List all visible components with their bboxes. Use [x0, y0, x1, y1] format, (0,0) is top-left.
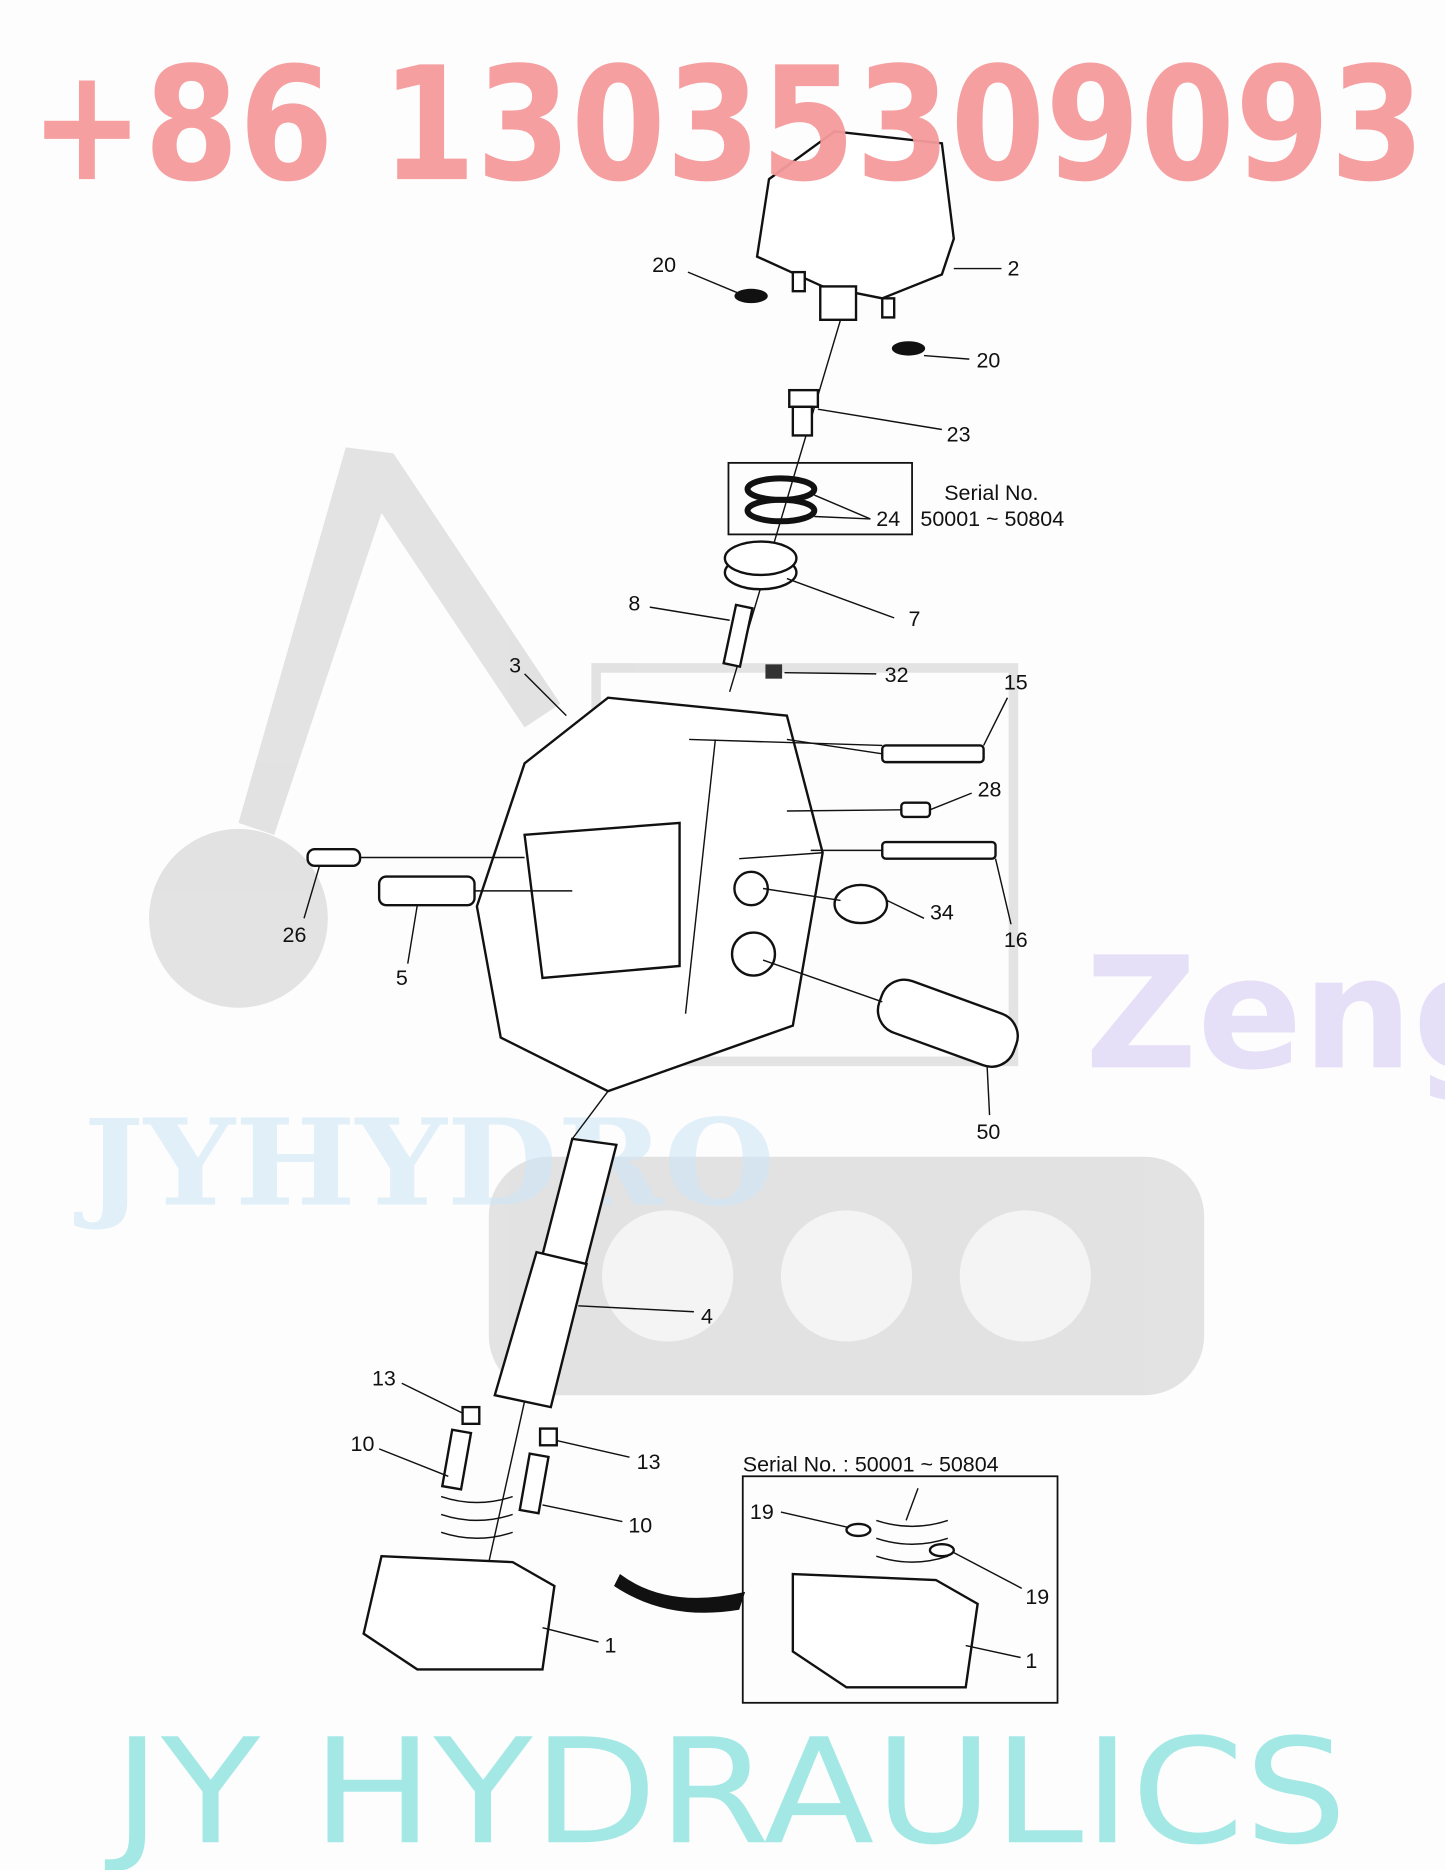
part-15-bolt — [881, 744, 985, 764]
serial-note-box-top — [727, 461, 913, 536]
arrow-to-inset — [614, 1574, 746, 1613]
leader-lines — [303, 267, 1023, 1659]
label-34: 34 — [930, 901, 954, 925]
label-20: 20 — [652, 253, 676, 277]
label-3: 3 — [509, 654, 521, 678]
label-32: 32 — [885, 663, 909, 687]
serial-note-top-line2: 50001 ~ 50804 — [920, 507, 1064, 531]
label-15: 15 — [1004, 670, 1028, 694]
part-24-oring-1 — [744, 475, 818, 503]
serial-note-box-bottom — [741, 1475, 1059, 1704]
label-28: 28 — [978, 778, 1002, 802]
part-3-housing — [475, 696, 824, 1093]
part-8-pin — [722, 603, 754, 669]
part-34-plug — [833, 883, 889, 925]
part-23-plug — [788, 388, 820, 437]
part-7-seal — [723, 540, 798, 591]
part-10-check-left — [440, 1428, 473, 1491]
label-19: 19 — [750, 1500, 774, 1524]
label-10: 10 — [628, 1513, 652, 1537]
part-4-shaft — [493, 1137, 618, 1409]
serial-note-bottom: Serial No. : 50001 ~ 50804 — [743, 1453, 999, 1477]
inset-part-1-block — [791, 1519, 979, 1689]
jyhydro-watermark: JYHYDRO — [74, 1093, 775, 1233]
phone-watermark: +86 13035309093 — [30, 34, 1425, 217]
label-23: 23 — [947, 422, 971, 446]
part-28-plug — [900, 801, 932, 819]
label-1: 1 — [1025, 1649, 1037, 1673]
label-2: 2 — [1007, 257, 1019, 281]
part-2-cover — [755, 130, 956, 321]
excavator-logo-watermark — [149, 447, 1205, 1396]
part-13-plug-left — [461, 1405, 481, 1426]
part-10-check-right — [518, 1452, 550, 1515]
part-1-block — [362, 1495, 556, 1671]
label-4: 4 — [701, 1305, 713, 1329]
part-labels: 20 2 20 23 24 7 8 32 15 3 28 16 26 5 34 … — [283, 253, 1065, 1673]
part-13-plug-right — [538, 1427, 558, 1447]
label-16: 16 — [1004, 928, 1028, 952]
brand-watermark: JY HYDRAULICS — [104, 1708, 1347, 1870]
label-13: 13 — [372, 1367, 396, 1391]
label-10: 10 — [351, 1432, 375, 1456]
label-24: 24 — [876, 507, 900, 531]
part-26-pin — [306, 847, 362, 868]
zeng-watermark: Zeng — [1085, 923, 1445, 1104]
label-19: 19 — [1025, 1585, 1049, 1609]
label-50: 50 — [976, 1120, 1000, 1144]
serial-note-top-line1: Serial No. — [944, 481, 1038, 505]
part-24-oring-2 — [744, 496, 818, 525]
label-7: 7 — [908, 607, 920, 631]
label-8: 8 — [628, 592, 640, 616]
label-26: 26 — [283, 923, 307, 947]
part-5-plug — [377, 875, 476, 907]
label-1: 1 — [604, 1634, 616, 1658]
part-20-oring-left — [734, 288, 768, 304]
label-5: 5 — [396, 966, 408, 990]
part-50-valve — [876, 978, 1019, 1068]
part-20-oring-right — [891, 341, 926, 356]
label-13: 13 — [637, 1450, 661, 1474]
label-20: 20 — [976, 348, 1000, 372]
part-32-plug — [765, 664, 783, 679]
part-16-bolt — [881, 840, 997, 860]
